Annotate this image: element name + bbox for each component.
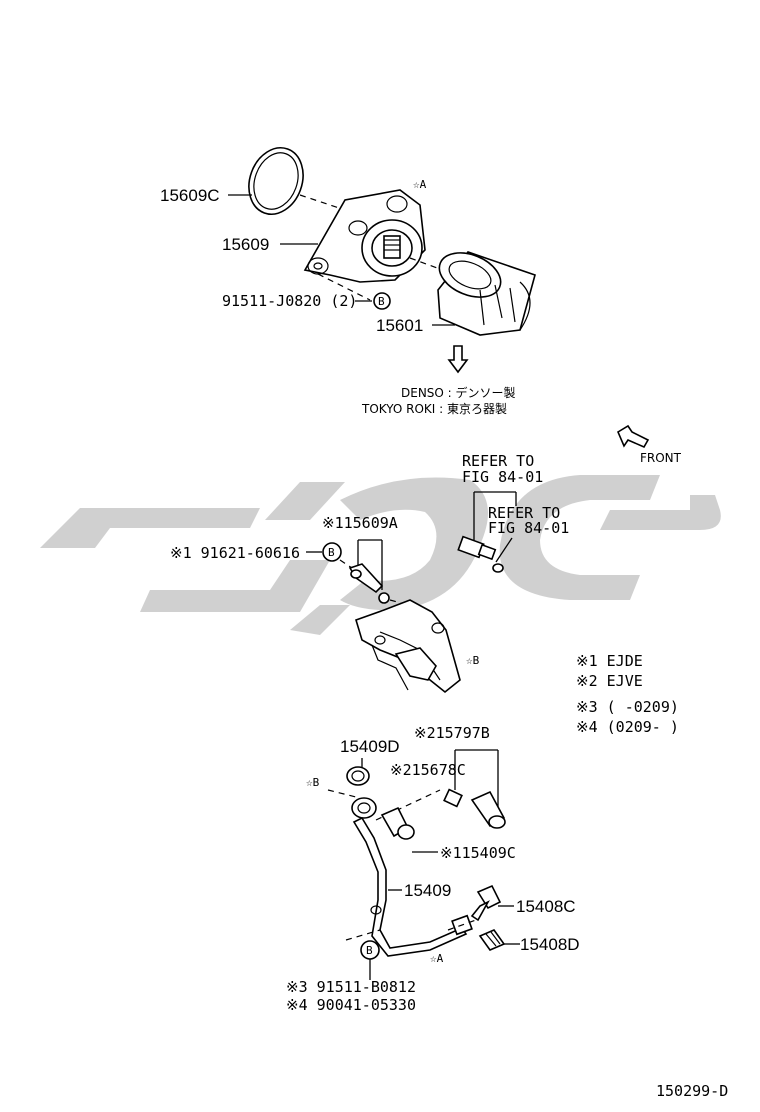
circle-b-marker-3: B — [360, 940, 380, 960]
label-91621-60616: ※1 91621-60616 — [170, 544, 300, 562]
plug-215678c — [443, 788, 463, 808]
label-refer-to-2: REFER TO — [488, 504, 560, 522]
label-215797b: ※215797B — [414, 724, 490, 742]
label-115409c: ※115409C — [440, 844, 516, 862]
star-b-marker: ☆B — [466, 654, 480, 667]
sensor-part — [457, 535, 504, 573]
svg-text:B: B — [328, 546, 335, 559]
down-arrow-icon — [447, 345, 469, 374]
label-115609a: ※115609A — [322, 514, 398, 532]
bolt-115409c — [380, 806, 415, 840]
o-ring-15609c — [248, 147, 304, 215]
oil-pump-housing — [355, 599, 461, 694]
circle-b-marker: B — [373, 292, 391, 310]
label-refer-to-1: REFER TO — [462, 452, 534, 470]
oil-pipe-15409 — [351, 797, 473, 957]
label-front: FRONT — [640, 451, 682, 465]
circle-b-marker-2: B — [322, 542, 342, 562]
label-91511-j0820: 91511-J0820 (2) — [222, 292, 357, 310]
label-15408d: 15408D — [520, 935, 580, 954]
label-90041-05330: ※4 90041-05330 — [286, 996, 416, 1014]
grommet-15409d — [346, 766, 370, 786]
svg-text:B: B — [378, 295, 385, 308]
front-arrow-icon — [616, 424, 650, 449]
label-fig-84-01-2: FIG 84-01 — [488, 519, 569, 537]
bolt-215797b — [470, 790, 506, 829]
union-bolt — [348, 563, 390, 604]
label-15408c: 15408C — [516, 897, 576, 916]
note-date-2: ※4 (0209- ) — [576, 718, 679, 736]
label-tokyo-roki: TOKYO ROKI : 東京ろ器製 — [361, 402, 507, 416]
label-denso: DENSO : デンソー製 — [401, 385, 516, 400]
note-ejde: ※1 EJDE — [576, 652, 643, 670]
star-b-marker-2: ☆B — [306, 776, 320, 789]
star-a-marker: ☆A — [413, 178, 427, 191]
svg-text:B: B — [366, 944, 373, 957]
label-15409: 15409 — [404, 881, 451, 900]
label-91511-b0812: ※3 91511-B0812 — [286, 978, 416, 996]
bolt-15408c — [470, 884, 502, 922]
label-215678c: ※215678C — [390, 761, 466, 779]
watermark-logo — [40, 475, 721, 635]
diagram-id: 150299-D — [656, 1082, 728, 1100]
star-a-marker-2: ☆A — [430, 952, 444, 965]
label-15601: 15601 — [376, 316, 423, 335]
oil-filter-15601 — [437, 251, 536, 336]
label-15609c: 15609C — [160, 186, 220, 205]
gasket-15408d — [478, 929, 506, 951]
filter-bracket-15609 — [303, 189, 426, 283]
label-15609: 15609 — [222, 235, 269, 254]
note-date-1: ※3 ( -0209) — [576, 698, 679, 716]
label-fig-84-01-1: FIG 84-01 — [462, 468, 543, 486]
note-ejve: ※2 EJVE — [576, 672, 643, 690]
label-15409d: 15409D — [340, 737, 400, 756]
